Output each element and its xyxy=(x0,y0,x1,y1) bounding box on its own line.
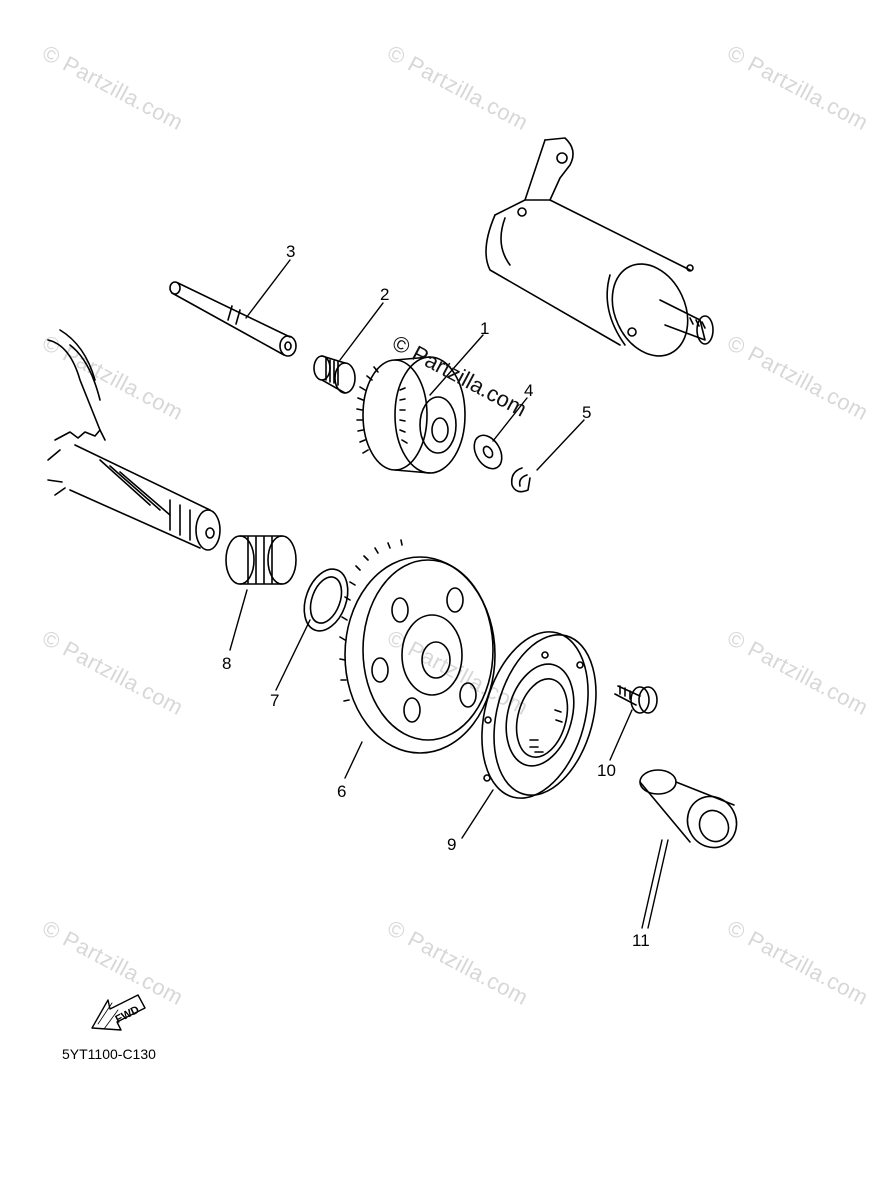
washer-part-7 xyxy=(303,568,349,632)
callout-5: 5 xyxy=(582,403,592,422)
callout-3: 3 xyxy=(286,242,296,261)
leader-lines xyxy=(229,259,669,929)
one-way-clutch-part-9 xyxy=(481,631,597,799)
starter-wheel-gear-part-6 xyxy=(339,539,496,754)
needle-bearing-part-2 xyxy=(313,355,356,394)
collar-part-11 xyxy=(639,769,738,849)
callout-6: 6 xyxy=(337,782,347,801)
fwd-label: FWD xyxy=(114,1004,142,1026)
fwd-arrow-icon xyxy=(91,994,146,1031)
washer-part-4 xyxy=(473,434,503,470)
callout-8: 8 xyxy=(222,654,232,673)
callout-7: 7 xyxy=(270,691,280,710)
shaft-part-3 xyxy=(169,281,297,357)
needle-bearing-part-8 xyxy=(225,535,297,585)
starter-motor xyxy=(485,137,714,357)
callout-10: 10 xyxy=(597,761,616,780)
bolt-part-10 xyxy=(614,685,658,714)
callout-9: 9 xyxy=(447,835,457,854)
circlip-part-5 xyxy=(510,467,531,493)
callout-11: 11 xyxy=(632,931,650,950)
callout-1: 1 xyxy=(480,319,490,338)
idler-gear-part-1 xyxy=(356,356,466,474)
diagram-code: 5YT1100-C130 xyxy=(62,1046,156,1062)
callout-2: 2 xyxy=(380,285,390,304)
callout-4: 4 xyxy=(524,381,534,400)
crankshaft xyxy=(47,329,221,551)
